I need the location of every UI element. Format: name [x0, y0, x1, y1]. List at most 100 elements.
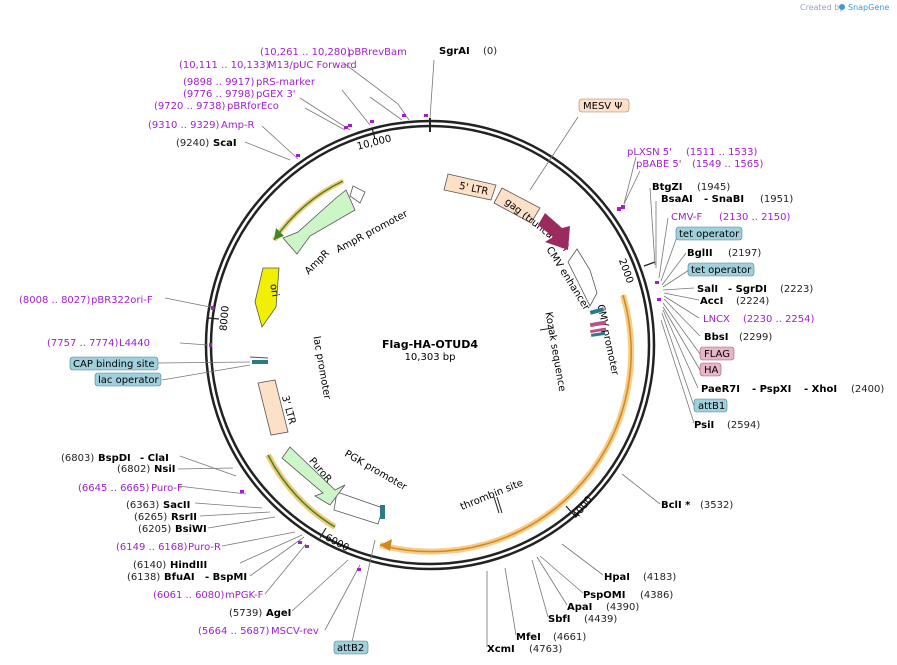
enzyme-name[interactable]: BglII	[687, 248, 713, 259]
primer-name[interactable]: pRS-marker	[256, 77, 316, 88]
box-mesv[interactable]	[578, 98, 630, 113]
box-attb2[interactable]	[333, 640, 369, 655]
primer-name[interactable]: M13/pUC Forward	[268, 60, 357, 71]
feature-5ltr-shape[interactable]	[443, 173, 497, 201]
box-lac-operator[interactable]	[94, 372, 162, 387]
primer-range: (5664 .. 5687)	[198, 626, 270, 637]
primer-name[interactable]: pLXSN 5'	[627, 147, 672, 158]
enzyme-name[interactable]: BclI *	[661, 500, 691, 511]
primer-marks	[209, 114, 661, 571]
enzyme-pos: (4661)	[553, 632, 586, 643]
enzyme-name-2[interactable]: - PspXI	[752, 384, 791, 395]
primer-range: (9898 .. 9917)	[183, 77, 255, 88]
feature-gag-shape[interactable]	[493, 187, 541, 224]
primer-name[interactable]: Puro-F	[151, 483, 183, 494]
feature-attb1-mark	[590, 331, 606, 337]
enzyme-pos: (3532)	[700, 500, 733, 511]
box-label: FLAG	[704, 349, 730, 360]
enzyme-name[interactable]: ApaI	[567, 602, 592, 613]
enzyme-name[interactable]: NsiI	[154, 464, 175, 475]
feature-cmv-promoter-shape[interactable]	[567, 248, 598, 307]
tick-label-4000: 4000	[571, 494, 595, 521]
box-cap-binding-site[interactable]	[69, 356, 159, 371]
enzyme-pos: (2223)	[780, 284, 813, 295]
primer-range: (2130 .. 2150)	[719, 212, 791, 223]
feature-cmv-arrow[interactable]	[538, 213, 570, 250]
enzyme-name[interactable]: SbfI	[548, 614, 570, 625]
enzyme-name[interactable]: XcmI	[487, 644, 515, 655]
primer-name[interactable]: LNCX	[703, 314, 730, 325]
box-label: tet operator	[691, 265, 752, 276]
enzyme-name[interactable]: BtgZI	[652, 182, 683, 193]
enzyme-pos: (6803)	[61, 453, 94, 464]
enzyme-name[interactable]: SacII	[163, 500, 190, 511]
enzyme-name[interactable]: BbsI	[704, 332, 728, 343]
feature-3ltr-shape[interactable]	[257, 379, 289, 436]
primer-range: (7757 .. 7774)	[47, 338, 119, 349]
enzyme-name[interactable]: BsaAI	[661, 194, 693, 205]
feature-cmv-promoter-label: CMV promoter	[594, 304, 620, 378]
primer-name[interactable]: CMV-F	[671, 212, 702, 223]
enzyme-pos: (1951)	[760, 194, 793, 205]
enzyme-name[interactable]: HindIII	[170, 560, 207, 571]
primer-name[interactable]: pBRrevBam	[348, 47, 407, 58]
primer-name[interactable]: mPGK-F	[225, 590, 264, 601]
enzyme-name-2[interactable]: - SnaBI	[704, 194, 744, 205]
feature-lac-promoter-mark	[249, 356, 269, 359]
enzyme-name[interactable]: ScaI	[213, 138, 237, 149]
primer-name[interactable]: L4440	[119, 338, 150, 349]
primer-name[interactable]: Puro-R	[188, 542, 221, 553]
feature-lac-promoter-label: lac promoter	[310, 335, 332, 401]
ampr-arrow-head	[274, 228, 284, 240]
feature-pgk-shape[interactable]	[333, 491, 384, 525]
enzyme-name[interactable]: MfeI	[516, 632, 541, 643]
plasmid-name: Flag-HA-OTUD4	[382, 338, 478, 351]
enzyme-name[interactable]: RsrII	[171, 512, 197, 523]
box-label: tet operator	[679, 229, 740, 240]
enzyme-name[interactable]: PspOMI	[583, 590, 625, 601]
primer-name[interactable]: Amp-R	[221, 120, 255, 131]
enzyme-name[interactable]: BfuAI	[164, 572, 195, 583]
enzyme-pos: (2197)	[728, 248, 761, 259]
enzyme-name-2[interactable]: - ClaI	[140, 453, 169, 464]
feature-kozak-mark	[539, 327, 554, 331]
box-flag[interactable]	[699, 346, 735, 361]
enzyme-name[interactable]: AgeI	[266, 608, 291, 619]
feature-puror-shape[interactable]	[281, 446, 346, 506]
feature-ori-shape[interactable]	[254, 267, 280, 328]
enzyme-name-3[interactable]: - XhoI	[804, 384, 837, 395]
enzyme-pos: (6138)	[127, 572, 160, 583]
enzyme-pos: (6363)	[126, 500, 159, 511]
credit-brand[interactable]: SnapGene	[848, 3, 889, 12]
enzyme-pos: (5739)	[229, 608, 262, 619]
primer-name[interactable]: pBRforEco	[227, 101, 279, 112]
box-ha[interactable]	[699, 362, 722, 377]
enzyme-name[interactable]: PsiI	[694, 420, 714, 431]
orf-arrow-arc	[379, 294, 632, 553]
feature-ampr-shape[interactable]	[282, 189, 356, 255]
primer-range: (10,111 .. 10,133)	[179, 60, 270, 71]
box-tet-operator-2[interactable]	[687, 262, 755, 277]
enzyme-name-2[interactable]: - BspMI	[205, 572, 247, 583]
enzyme-name[interactable]: BspDI	[98, 453, 131, 464]
primer-range: (9776 .. 9798)	[183, 89, 255, 100]
enzyme-name[interactable]: SgrAI	[439, 46, 470, 57]
enzyme-pos: (6140)	[133, 560, 166, 571]
primer-name[interactable]: pBR322ori-F	[91, 295, 153, 306]
primer-name[interactable]: pGEX 3'	[256, 89, 296, 100]
box-attb1[interactable]	[693, 398, 728, 413]
box-tet-operator-1[interactable]	[675, 226, 743, 241]
enzyme-name[interactable]: PaeR7I	[701, 384, 740, 395]
enzyme-pos: (6802)	[117, 464, 150, 475]
primer-name[interactable]: MSCV-rev	[271, 626, 319, 637]
enzyme-name[interactable]: AccI	[700, 296, 723, 307]
enzyme-pos: (1945)	[697, 182, 730, 193]
enzyme-name[interactable]: HpaI	[604, 572, 630, 583]
enzyme-name[interactable]: BsiWI	[175, 524, 207, 535]
enzyme-name[interactable]: SalI	[697, 284, 718, 295]
enzyme-name-2[interactable]: - SgrDI	[728, 284, 767, 295]
primer-name[interactable]: pBABE 5'	[636, 159, 682, 170]
feature-ampr-promoter-shape[interactable]	[349, 185, 366, 204]
primer-range: (1511 .. 1533)	[686, 147, 758, 158]
